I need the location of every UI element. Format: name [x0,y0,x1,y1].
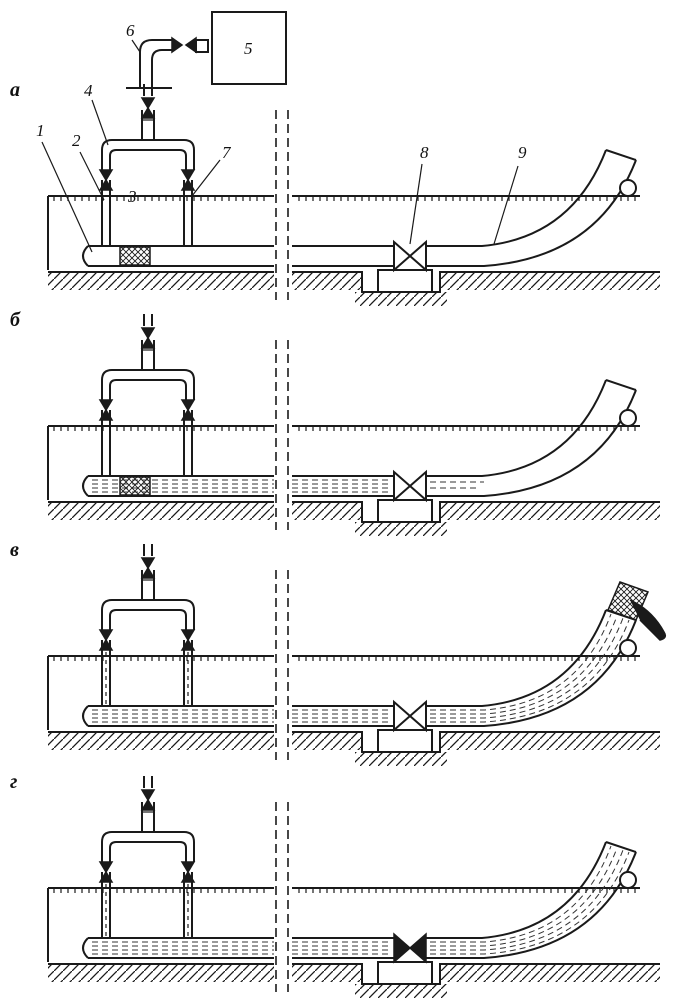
callout-n8: 8 [420,143,429,162]
callout-n3: 3 [127,187,137,206]
callout-n4: 4 [84,81,93,100]
panel-3: в [10,539,667,767]
leader-line [41,141,93,253]
panel-1: а 1 2 3 4 5 6 7 8 9 [10,11,661,307]
panel-letter: а [10,79,20,101]
panel-letter: г [10,771,17,793]
panel-letter: б [10,309,21,331]
debris-outflow [629,599,667,641]
callout-n6: 6 [126,21,135,40]
filter-plug [119,246,151,266]
leader-line [191,159,221,197]
filter-plug [119,476,151,496]
callout-n7: 7 [222,143,232,162]
valve-8 [392,699,427,733]
water-supply-manifold [98,84,196,246]
filter-plug [606,581,667,641]
water-supply-manifold [98,544,196,706]
leader-line [409,163,423,245]
water-fill [92,613,630,723]
pump-assembly [126,11,287,89]
panel-2: б [10,309,661,537]
valve-8 [392,932,427,964]
callouts: 1 2 3 4 5 6 7 8 9 [36,21,527,253]
panel-4: г [10,771,661,999]
pump-5 [211,11,287,85]
water-supply-manifold [98,314,196,476]
water-fill [92,845,630,955]
leader-line [79,151,105,201]
leader-line [131,39,141,53]
panel-letter: в [10,539,19,561]
valve-8 [392,469,427,503]
callout-n9: 9 [518,143,527,162]
water-supply-manifold [98,776,196,938]
leader-line [91,99,109,146]
callout-n5: 5 [244,39,253,58]
callout-n2: 2 [72,131,81,150]
valve-8 [392,239,427,273]
callout-n1: 1 [36,121,45,140]
leader-line [493,165,519,245]
